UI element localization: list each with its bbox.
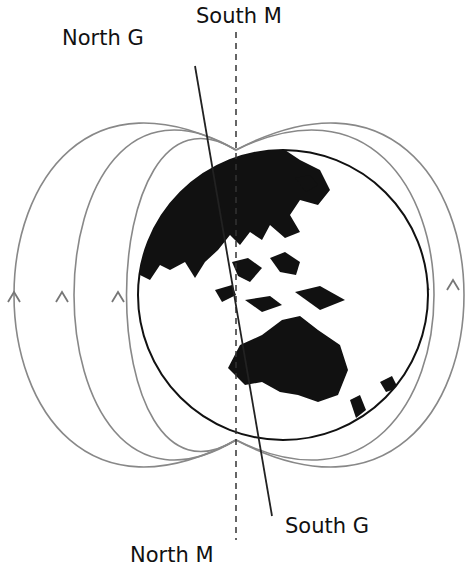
continents xyxy=(138,150,398,418)
axis-label: South G xyxy=(285,516,369,537)
axis-label: North M xyxy=(130,545,214,566)
geographic-axis xyxy=(195,66,272,516)
field-lines xyxy=(14,123,464,467)
earth-outline xyxy=(138,150,428,440)
axis-label: North G xyxy=(62,28,144,49)
axis-label: South M xyxy=(196,6,282,27)
magnetic-axis xyxy=(235,32,237,540)
